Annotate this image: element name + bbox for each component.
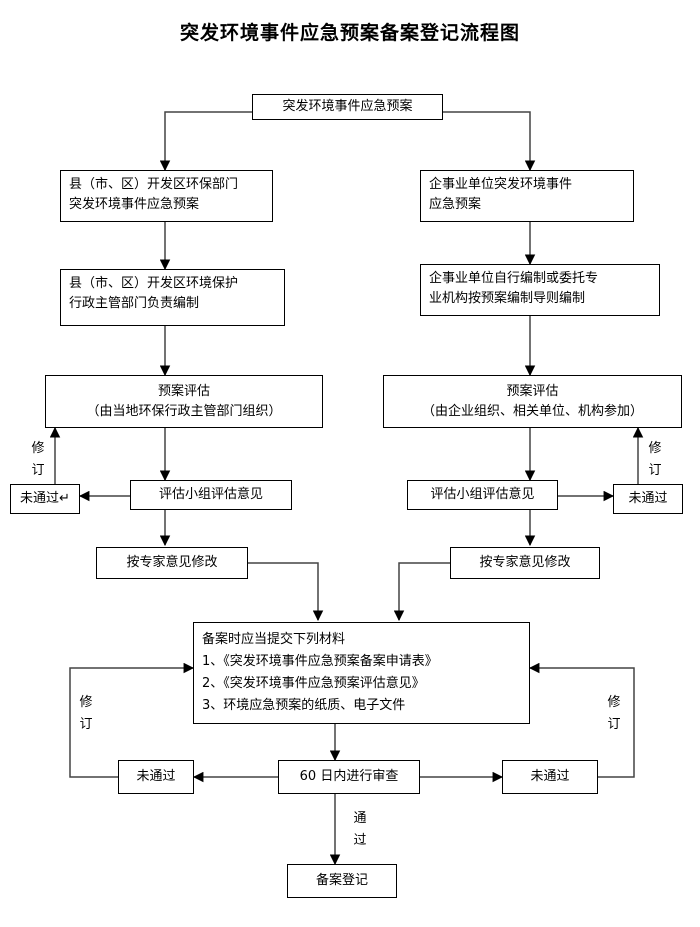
page-title: 突发环境事件应急预案备案登记流程图 xyxy=(179,22,520,44)
node-review-fail-right: 未通过 xyxy=(502,760,598,794)
label-revise-gov: 修 订 xyxy=(30,438,46,482)
node-ent-opinion: 评估小组评估意见 xyxy=(407,480,558,510)
label-pass: 通 过 xyxy=(352,808,368,852)
label-revise-review-left-a: 修 xyxy=(79,695,93,710)
node-gov-eval-line1: 预案评估 xyxy=(157,383,210,399)
node-ent-modify: 按专家意见修改 xyxy=(450,547,600,579)
label-revise-review-right: 修 订 xyxy=(606,692,622,736)
node-gov-fail: 未通过↵ xyxy=(10,484,80,514)
label-revise-review-left: 修 订 xyxy=(78,692,94,736)
materials-item-3: 3、环境应急预案的纸质、电子文件 xyxy=(202,698,406,713)
label-revise-review-right-b: 订 xyxy=(607,717,621,732)
label-revise-gov-b: 订 xyxy=(31,463,45,478)
node-review-fail-left: 未通过 xyxy=(118,760,194,794)
node-ent-fail: 未通过 xyxy=(613,484,683,514)
node-register: 备案登记 xyxy=(287,864,397,898)
materials-item-1: 1、《突发环境事件应急预案备案申请表》 xyxy=(202,654,438,669)
node-top-plan: 突发环境事件应急预案 xyxy=(252,94,443,120)
label-revise-ent: 修 订 xyxy=(647,438,663,482)
arrow-top-to-ent xyxy=(443,111,536,172)
node-ent-compile-line1: 企事业单位自行编制或委托专 xyxy=(429,271,599,286)
node-ent-eval-line2: （由企业组织、相关单位、机构参加） xyxy=(421,403,643,419)
node-gov-eval: 预案评估 （由当地环保行政主管部门组织） xyxy=(45,375,323,428)
node-gov-plan-line1: 县（市、区）开发区环保部门 xyxy=(69,177,239,192)
node-gov-eval-line2: （由当地环保行政主管部门组织） xyxy=(86,403,282,419)
label-revise-gov-a: 修 xyxy=(31,441,45,456)
materials-heading: 备案时应当提交下列材料 xyxy=(202,632,346,647)
node-gov-plan: 县（市、区）开发区环保部门 突发环境事件应急预案 xyxy=(60,170,273,222)
node-ent-plan-line1: 企事业单位突发环境事件 xyxy=(429,177,573,192)
label-revise-ent-a: 修 xyxy=(648,441,662,456)
node-review: 60 日内进行审查 xyxy=(278,760,420,794)
node-gov-plan-line2: 突发环境事件应急预案 xyxy=(69,197,200,212)
label-revise-ent-b: 订 xyxy=(648,463,662,478)
node-ent-compile-line2: 业机构按预案编制导则编制 xyxy=(429,291,586,306)
node-ent-plan-line2: 应急预案 xyxy=(429,197,482,212)
label-revise-review-left-b: 订 xyxy=(79,717,93,732)
node-gov-modify: 按专家意见修改 xyxy=(96,547,248,579)
node-materials: 备案时应当提交下列材料 1、《突发环境事件应急预案备案申请表》 2、《突发环境事… xyxy=(193,622,530,724)
node-ent-eval: 预案评估 （由企业组织、相关单位、机构参加） xyxy=(383,375,682,428)
node-gov-compile-line2: 行政主管部门负责编制 xyxy=(69,296,200,311)
node-gov-compile: 县（市、区）开发区环境保护 行政主管部门负责编制 xyxy=(60,269,285,326)
node-ent-compile: 企事业单位自行编制或委托专 业机构按预案编制导则编制 xyxy=(420,264,660,316)
materials-item-2: 2、《突发环境事件应急预案评估意见》 xyxy=(202,676,425,691)
label-pass-a: 通 xyxy=(353,811,367,826)
label-pass-b: 过 xyxy=(353,833,367,848)
node-ent-plan: 企事业单位突发环境事件 应急预案 xyxy=(420,170,634,222)
arrow-top-to-gov xyxy=(159,111,252,172)
node-gov-opinion: 评估小组评估意见 xyxy=(130,480,292,510)
node-gov-compile-line1: 县（市、区）开发区环境保护 xyxy=(69,276,239,291)
node-ent-eval-line1: 预案评估 xyxy=(506,383,559,399)
label-revise-review-right-a: 修 xyxy=(607,695,621,710)
